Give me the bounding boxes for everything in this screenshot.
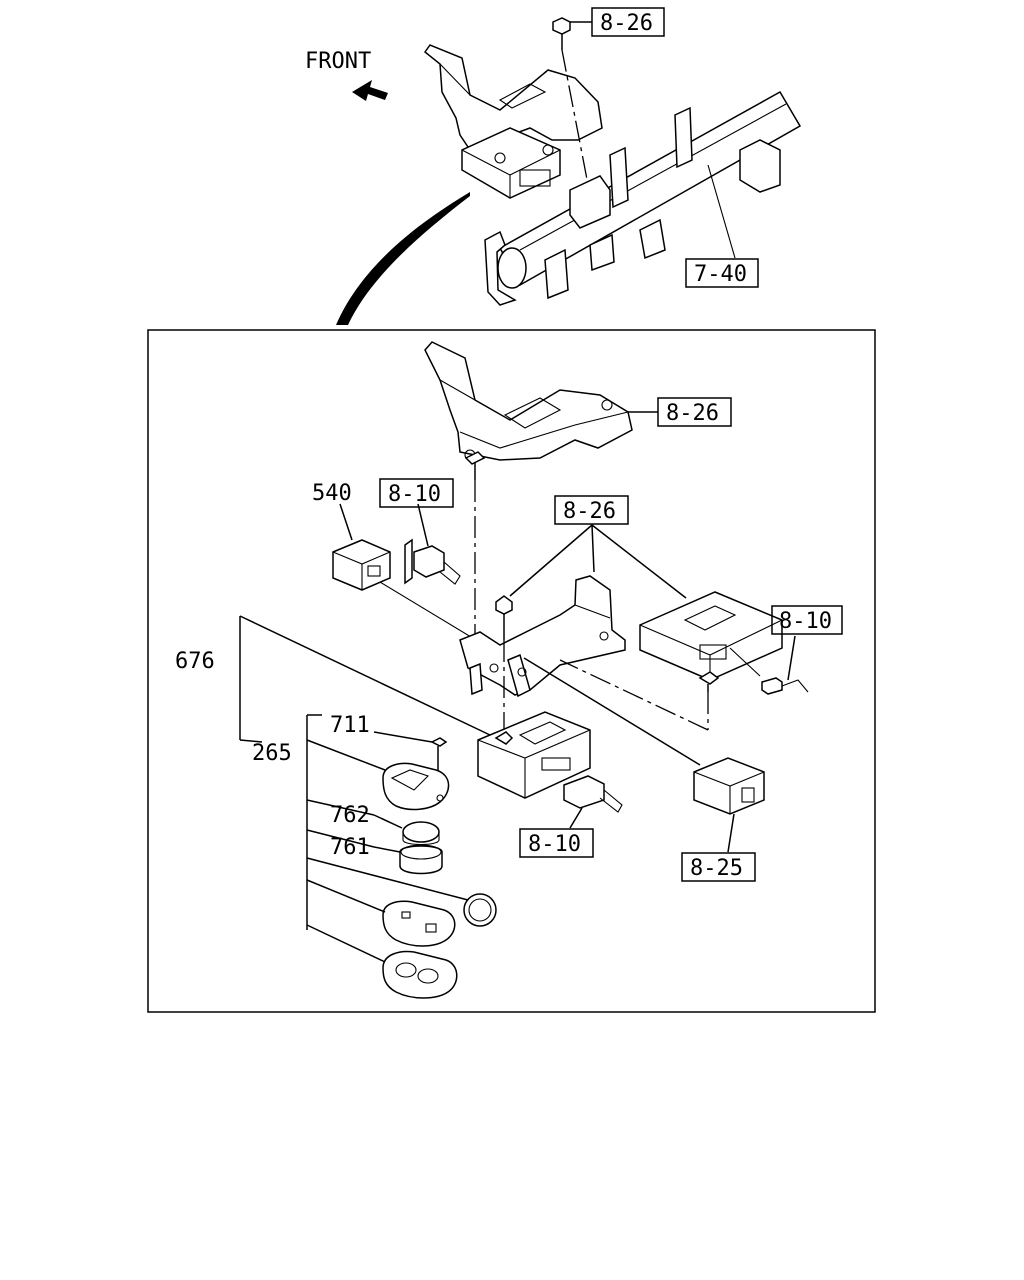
front-label: FRONT (305, 49, 371, 74)
callout-8-10-right: 8-10 (779, 609, 832, 634)
callout-box-8-25 (681, 852, 756, 882)
detail-transition-arrow-icon (336, 192, 470, 325)
overview-assembly: FRONT (305, 17, 802, 325)
bracket-676-265 (239, 616, 322, 930)
keyfob-parts (306, 731, 497, 999)
detail-bolt-mid (495, 595, 513, 735)
part-540-relay (332, 503, 477, 641)
callout-box-8-10-bottom (519, 828, 594, 858)
callout-8-10-left: 8-10 (388, 482, 441, 507)
part-number-711: 711 (330, 713, 370, 738)
callout-8-25: 8-25 (690, 856, 743, 881)
detail-screw-right (559, 659, 720, 731)
callout-box-8-26-mid (554, 495, 629, 525)
connector-8-10-left (404, 503, 461, 585)
callout-8-10-bottom: 8-10 (528, 832, 581, 857)
part-number-540: 540 (312, 481, 352, 506)
part-number-676: 676 (175, 649, 215, 674)
callout-box-8-26-bracket (657, 397, 732, 427)
front-arrow-icon (352, 80, 388, 101)
callout-8-26-top: 8-26 (600, 11, 653, 36)
leader-relay-line (523, 657, 701, 766)
detail-screw-upper (464, 451, 486, 650)
overview-bracket (423, 44, 603, 199)
connector-8-10-bottom (563, 775, 623, 829)
detail-mid-bracket (459, 575, 626, 698)
overview-bolt (552, 17, 591, 196)
callout-7-40: 7-40 (694, 262, 747, 287)
detail-upper-bracket (424, 341, 633, 461)
control-module-upper (639, 591, 809, 695)
overview-cross-beam (484, 90, 802, 306)
leaders-8-26-mid (509, 524, 687, 599)
callout-box-8-10-left (379, 478, 454, 508)
callout-8-26-mid: 8-26 (563, 499, 616, 524)
callout-box-8-10-right (771, 605, 843, 635)
control-unit-main (477, 711, 591, 799)
callout-8-26-bracket: 8-26 (666, 401, 719, 426)
part-number-265: 265 (252, 741, 292, 766)
leader-676-line (239, 615, 491, 736)
callout-box-7-40 (685, 258, 759, 288)
part-number-762: 762 (330, 803, 370, 828)
part-number-761: 761 (330, 835, 370, 860)
detail-frame (147, 329, 876, 1013)
relay-8-25 (693, 757, 765, 853)
